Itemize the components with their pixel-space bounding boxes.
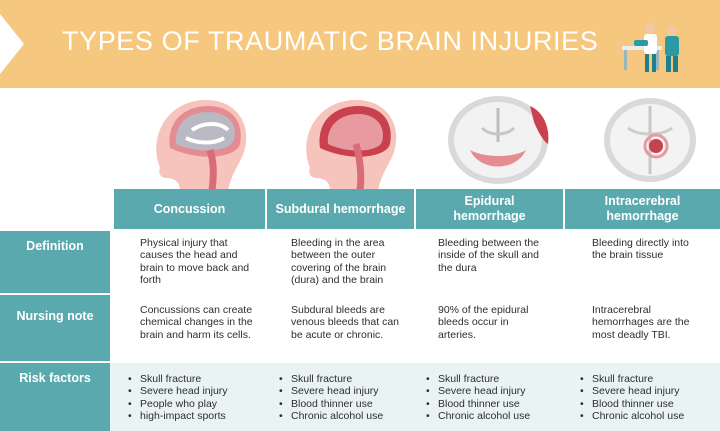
nursing-note-epidural: 90% of the epidural bleeds occur in arte… — [438, 304, 529, 341]
banner-arrow-shape — [0, 14, 24, 74]
risk-factor-item: Skull fracture — [424, 373, 560, 386]
definition-subdural: Bleeding in the area between the outer c… — [291, 237, 387, 287]
risk-factor-item: People who play — [126, 398, 262, 411]
concussion-head-icon — [156, 100, 247, 190]
row-label-nursing-note: Nursing note — [0, 295, 110, 361]
column-header-subdural: Subdural hemorrhage — [267, 189, 414, 229]
row-background-definition — [110, 231, 720, 293]
row-label-definition: Definition — [0, 231, 110, 293]
risk-factor-item: Severe head injury — [277, 385, 413, 398]
nursing-note-concussion: Concussions can create chemical changes … — [140, 304, 253, 341]
column-header-intracerebral-label: Intracerebral hemorrhage — [604, 194, 681, 223]
injury-table: Concussion Subdural hemorrhage Epidural … — [0, 189, 720, 431]
risk-factor-item: Chronic alcohol use — [578, 410, 714, 423]
risk-factors-epidural: Skull fracture Severe head injury Blood … — [424, 373, 560, 423]
column-header-epidural: Epidural hemorrhage — [416, 189, 563, 229]
risk-factor-item: Severe head injury — [424, 385, 560, 398]
risk-factor-item-continued: high-impact sports — [126, 410, 262, 423]
risk-factors-subdural: Skull fracture Severe head injury Blood … — [277, 373, 413, 423]
row-label-risk-factors: Risk factors — [0, 363, 110, 431]
risk-factor-item: Chronic alcohol use — [424, 410, 560, 423]
epidural-brain-scan-icon — [448, 96, 549, 184]
risk-factor-item: Blood thinner use — [277, 398, 413, 411]
risk-factor-item: Blood thinner use — [424, 398, 560, 411]
page-title: TYPES OF TRAUMATIC BRAIN INJURIES — [62, 26, 599, 56]
subdural-head-icon — [306, 100, 397, 190]
header-banner: TYPES OF TRAUMATIC BRAIN INJURIES — [0, 0, 720, 88]
definition-epidural: Bleeding between the inside of the skull… — [438, 237, 539, 274]
risk-factor-item: Skull fracture — [578, 373, 714, 386]
risk-factors-intracerebral: Skull fracture Severe head injury Blood … — [578, 373, 714, 423]
row-background-nursing-note — [110, 295, 720, 361]
nursing-note-intracerebral: Intracerebral hemorrhages are the most d… — [592, 304, 690, 341]
risk-factors-concussion: Skull fracture Severe head injury People… — [126, 373, 262, 423]
intracerebral-brain-scan-icon — [604, 98, 696, 182]
risk-factor-item: Chronic alcohol use — [277, 410, 413, 423]
risk-factor-item: Skull fracture — [277, 373, 413, 386]
nursing-note-subdural: Subdural bleeds are venous bleeds that c… — [291, 304, 399, 341]
definition-intracerebral: Bleeding directly into the brain tissue — [592, 237, 689, 262]
risk-factor-item: Blood thinner use — [578, 398, 714, 411]
column-header-intracerebral: Intracerebral hemorrhage — [565, 189, 720, 229]
risk-factor-item: Severe head injury — [126, 385, 262, 398]
definition-concussion: Physical injury that causes the head and… — [140, 237, 250, 287]
doctors-illustration-icon — [622, 23, 679, 72]
risk-factor-item: Severe head injury — [578, 385, 714, 398]
column-header-epidural-label: Epidural hemorrhage — [453, 194, 526, 223]
risk-factor-item: Skull fracture — [126, 373, 262, 386]
column-header-concussion: Concussion — [114, 189, 265, 229]
